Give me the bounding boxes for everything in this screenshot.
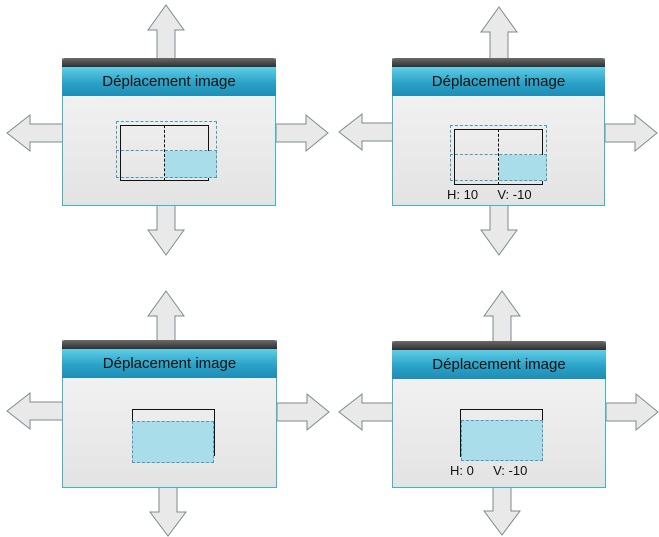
v-value: -10	[512, 187, 532, 202]
h-label: H:	[450, 463, 463, 478]
arrow-left-icon[interactable]	[6, 391, 64, 431]
shifted-frame-outline	[116, 121, 217, 178]
arrow-right-icon[interactable]	[605, 392, 659, 432]
h-value: 10	[463, 187, 479, 202]
panel-top-left: Déplacement image	[0, 0, 330, 268]
shifted-quadrant-highlight	[165, 151, 217, 178]
horizontal-centerline	[116, 150, 217, 151]
arrow-down-icon[interactable]	[479, 203, 519, 256]
image-shift-dialog: Déplacement image	[62, 340, 277, 488]
panel-bottom-left: Déplacement image	[0, 268, 330, 537]
shifted-frame-outline	[450, 125, 547, 181]
dialog-top-bar	[62, 340, 277, 349]
v-label: V:	[493, 463, 505, 478]
shift-readout: H: 0 V: -10	[450, 463, 527, 478]
arrow-left-icon[interactable]	[338, 112, 394, 152]
arrow-left-icon[interactable]	[6, 113, 64, 153]
panel-top-right: Déplacement image H: 10 V: -10	[330, 0, 659, 268]
arrow-up-icon[interactable]	[479, 6, 519, 64]
panel-bottom-right: Déplacement image H: 0 V: -10	[330, 268, 659, 537]
v-label: V:	[497, 187, 510, 202]
dialog-top-bar	[392, 341, 606, 350]
arrow-up-icon[interactable]	[482, 290, 522, 348]
shift-readout: H: 10 V: -10	[447, 187, 532, 202]
image-shift-dialog: Déplacement image	[62, 58, 276, 206]
arrow-up-icon[interactable]	[146, 4, 186, 62]
h-value: 0	[466, 463, 474, 478]
arrow-down-icon[interactable]	[148, 486, 188, 537]
shifted-frame-highlight	[132, 421, 214, 463]
shifted-quadrant-highlight	[499, 155, 547, 181]
arrow-right-icon[interactable]	[276, 392, 330, 432]
image-shift-dialog: Déplacement image H: 10 V: -10	[392, 58, 605, 206]
image-frame-vertical-divider	[498, 129, 499, 185]
image-shift-dialog: Déplacement image H: 0 V: -10	[392, 341, 606, 488]
arrow-left-icon[interactable]	[338, 392, 394, 432]
dialog-title: Déplacement image	[62, 67, 276, 96]
dialog-title: Déplacement image	[392, 350, 606, 379]
image-frame-vertical-divider	[164, 125, 165, 181]
arrow-right-icon[interactable]	[604, 113, 658, 153]
v-value: -10	[508, 463, 528, 478]
arrow-down-icon[interactable]	[146, 203, 186, 256]
dialog-top-bar	[392, 58, 605, 67]
arrow-down-icon[interactable]	[482, 485, 522, 536]
dialog-title: Déplacement image	[392, 67, 605, 96]
horizontal-centerline	[450, 154, 547, 155]
dialog-top-bar	[62, 58, 276, 67]
dialog-title: Déplacement image	[62, 349, 277, 378]
shifted-frame-highlight	[461, 420, 543, 461]
arrow-right-icon[interactable]	[275, 113, 329, 153]
h-label: H:	[447, 187, 460, 202]
